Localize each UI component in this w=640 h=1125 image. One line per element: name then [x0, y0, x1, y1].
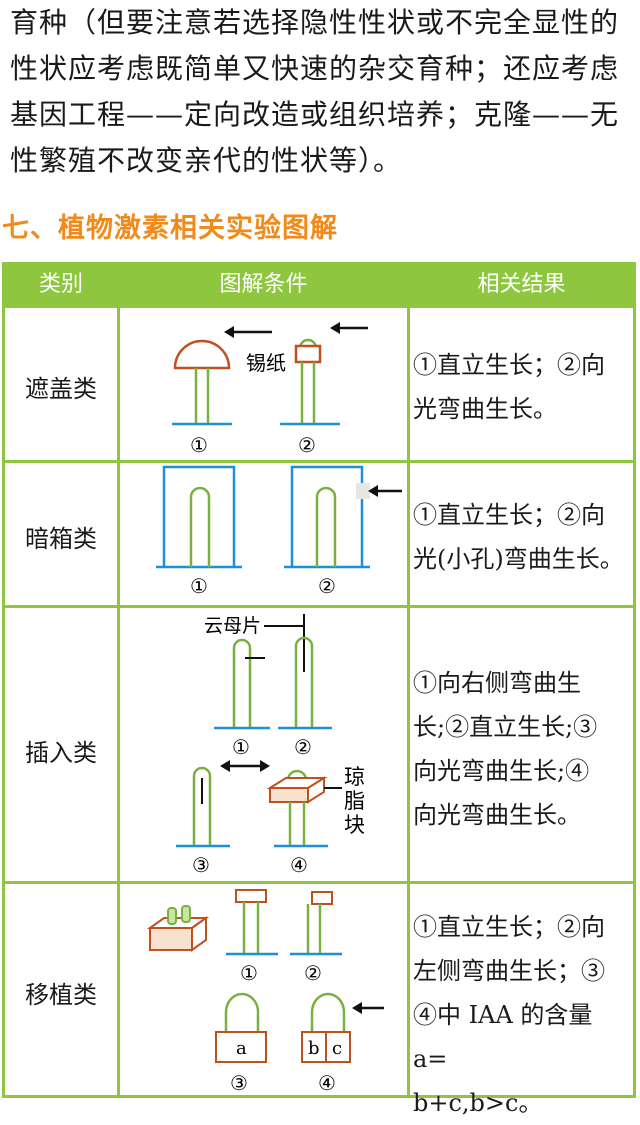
number-label: ① — [190, 574, 208, 598]
block-label: b — [308, 1038, 320, 1059]
row-divider — [5, 881, 633, 884]
intro-line: 育种（但要注意若选择隐性性状或不完全显性的 — [10, 6, 620, 39]
number-label: ② — [304, 961, 322, 985]
column-divider — [117, 265, 120, 1095]
mica-label: 云母片 — [204, 615, 261, 637]
covering-diagram: ① 锡纸 ② — [172, 322, 368, 457]
number-label: ③ — [192, 853, 210, 877]
transplant-diagram: ① ② a ③ b c ④ — [146, 889, 384, 1095]
section-title: 七、植物激素相关实验图解 — [2, 213, 338, 244]
intro-line: 基因工程——定向改造或组织培养；克隆——无 — [10, 98, 620, 131]
number-label: ④ — [318, 1071, 336, 1095]
agar-label: 琼 — [344, 765, 365, 789]
agar-label: 块 — [344, 813, 365, 837]
column-divider — [407, 265, 410, 1095]
insertion-diagram: 云母片 ① ② ③ ④ 琼 脂 块 — [176, 614, 365, 877]
row-category: 插入类 — [25, 739, 97, 767]
number-label: ② — [298, 433, 316, 457]
experiment-table: 类别 图解条件 相关结果 遮盖类 ① 锡纸 ② ①直立生长；②向 光弯曲生长。 … — [2, 262, 636, 1117]
intro-paragraph: 育种（但要注意若选择隐性性状或不完全显性的 性状应考虑既简单又快速的杂交育种；还… — [10, 0, 632, 184]
number-label: ① — [190, 433, 208, 457]
number-label: ① — [232, 735, 250, 759]
number-label: ① — [240, 961, 258, 985]
agar-label: 脂 — [344, 789, 365, 813]
row-category: 遮盖类 — [25, 375, 97, 403]
dark-box-diagram: ① ② — [156, 465, 402, 598]
row-category: 移植类 — [25, 981, 97, 1009]
row-result: ①直立生长；②向 光弯曲生长。 — [413, 351, 605, 423]
row-result: ①向右侧弯曲生 长;②直立生长;③ 向光弯曲生长;④ 向光弯曲生长。 — [413, 669, 598, 829]
number-label: ② — [294, 735, 312, 759]
row-divider — [5, 305, 633, 308]
number-label: ③ — [230, 1071, 248, 1095]
intro-line: 性状应考虑既简单又快速的杂交育种；还应考虑 — [10, 52, 620, 85]
number-label: ② — [318, 574, 336, 598]
row-result: ①直立生长；②向 光(小孔)弯曲生长。 — [413, 501, 624, 573]
block-label: c — [332, 1038, 342, 1059]
header-result: 相关结果 — [410, 265, 633, 305]
row-divider — [5, 605, 633, 608]
block-label: a — [236, 1038, 247, 1059]
row-divider — [5, 460, 633, 463]
intro-line: 性繁殖不改变亲代的性状等）。 — [10, 144, 403, 177]
number-label: ④ — [290, 853, 308, 877]
row-result: ①直立生长；②向 左侧弯曲生长；③ ④中 IAA 的含量 a= b+c,b>c。 — [413, 913, 605, 1117]
header-condition: 图解条件 — [120, 265, 407, 305]
row-category: 暗箱类 — [25, 525, 97, 553]
foil-label: 锡纸 — [246, 351, 286, 375]
header-category: 类别 — [5, 265, 117, 305]
